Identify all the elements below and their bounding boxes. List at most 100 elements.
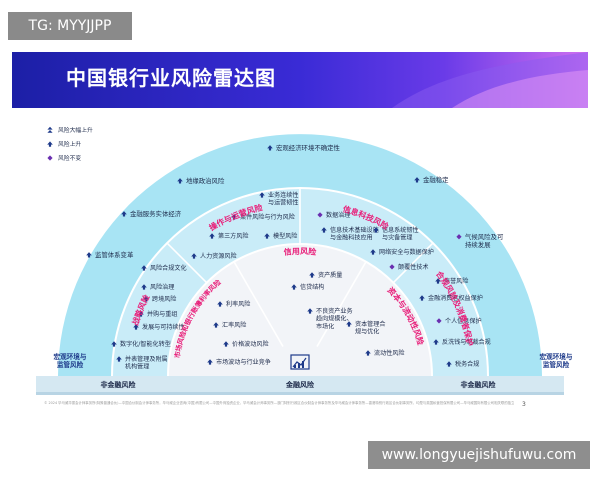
middle-ring-item-line: 声誉风险: [444, 277, 468, 285]
inner-ring-item: 资产质量: [318, 271, 342, 279]
up-arrow-icon: [435, 278, 441, 284]
inner-ring-item-line: 流动性风险: [374, 349, 404, 357]
middle-ring-item-line: 并购与重组: [147, 310, 177, 318]
legend-item: 风险上升: [58, 140, 81, 148]
up-arrow-icon: [231, 214, 237, 220]
outer-ring-item: 监管体系变革: [95, 250, 134, 259]
middle-ring-item-line: 案件风险与行为风险: [240, 213, 295, 221]
arrow-shape: [433, 339, 439, 345]
middle-ring-item-line: 个人信息保护: [445, 317, 482, 325]
arrow-shape: [47, 141, 53, 147]
outer-ring-left-label-line: 监管风险: [57, 360, 84, 369]
middle-ring-item: 信息技术基础设施与金融科技应用: [330, 226, 379, 242]
up-arrow-icon: [307, 308, 313, 314]
arrow-shape: [111, 341, 117, 347]
footnote: © 2024 毕马威华振会计师事务所(特殊普通合伙)—中国合伙制会计师事务所，毕…: [44, 401, 514, 405]
arrow-shape: [138, 311, 144, 317]
inner-ring-item: 资本管理合规与优化: [355, 320, 385, 336]
arrow-shape: [141, 284, 147, 290]
up-arrow-icon: [433, 339, 439, 345]
middle-ring-item: 业务连续性与运营韧性: [268, 191, 298, 207]
inner-sector-divider: [233, 261, 284, 347]
diamond-icon: [317, 212, 323, 218]
inner-ring-item: 利率风险: [226, 300, 250, 308]
base-label-center: 金融风险: [285, 380, 315, 389]
base-bar: [36, 376, 564, 392]
up-arrow-icon: [419, 295, 425, 301]
arrow-shape: [414, 177, 420, 183]
up-arrow-icon: [291, 284, 297, 290]
outer-ring-item-line: 金融稳定: [423, 175, 449, 184]
up-arrow-icon: [191, 253, 197, 259]
outer-ring-item: 地缘政治风险: [186, 176, 225, 185]
up-arrow-icon: [365, 350, 371, 356]
inner-ring-item: 信贷结构: [300, 283, 324, 291]
up-arrow-icon: [414, 177, 420, 183]
middle-ring-item-line: 模型风险: [273, 232, 297, 240]
arrow-shape: [373, 227, 379, 233]
middle-ring-item: 声誉风险: [444, 277, 468, 285]
diamond-shape: [456, 234, 462, 240]
sector-title: 信用风险: [283, 246, 318, 257]
inner-ring-item: 市场波动与行业竞争: [216, 358, 271, 366]
arrow-shape: [213, 322, 219, 328]
sector-title-text: 信用风险: [283, 246, 318, 257]
inner-ring-item-line: 利率风险: [226, 300, 250, 308]
outer-ring-item: 金融服务实体经济: [130, 209, 182, 218]
inner-ring-item-line: 资本管理合: [355, 320, 385, 328]
chart-frame: [290, 354, 310, 370]
arrow-shape: [370, 249, 376, 255]
up-arrow-icon: [309, 272, 315, 278]
middle-ring-item: 数字化/智能化转型: [120, 340, 171, 348]
site-url[interactable]: www.longyuejishufuwu.com: [368, 441, 590, 469]
middle-ring-item: 案件风险与行为风险: [240, 213, 295, 221]
arrow-shape: [309, 272, 315, 278]
diamond-icon: [389, 264, 395, 270]
middle-ring-item: 并购与重组: [147, 310, 177, 318]
arrow-shape: [346, 321, 352, 327]
outer-ring-right-label: 宏观环境与监管风险: [540, 352, 573, 369]
double-arrow-shape: [47, 126, 53, 133]
arrow-shape: [365, 350, 371, 356]
up-arrow-icon: [111, 341, 117, 347]
arrow-shape: [321, 227, 327, 233]
middle-ring-item-line: 跨境风险: [152, 295, 176, 303]
middle-ring-item: 网络安全与数据保护: [379, 248, 434, 256]
middle-ring-item: 个人信息保护: [445, 317, 482, 325]
arrow-shape: [209, 233, 215, 239]
up-arrow-icon: [213, 322, 219, 328]
middle-ring-item: 金融消费者权益保护: [428, 294, 483, 302]
middle-ring-item: 风险合规文化: [150, 264, 187, 272]
chart-bar: [294, 365, 296, 368]
middle-ring-item: 跨境风险: [152, 295, 176, 303]
inner-ring-item-line: 汇率风险: [222, 321, 246, 329]
outer-ring-item-line: 气候风险及可: [465, 232, 504, 241]
base-bar-shadow: [36, 392, 564, 395]
arrow-shape: [143, 296, 149, 302]
outer-ring-item: 宏观经济环境不确定性: [276, 143, 341, 152]
outer-ring-item-line: 宏观经济环境不确定性: [276, 143, 341, 152]
outer-ring-item: 金融稳定: [423, 175, 449, 184]
middle-ring-item-line: 与运营韧性: [268, 199, 298, 207]
arrow-shape: [267, 145, 273, 151]
middle-ring-item-line: 发展与可持续性: [142, 323, 185, 331]
inner-ring-item: 不良资产业务趋向规模化、市场化: [316, 307, 353, 330]
legend-item: 风险大幅上升: [58, 126, 93, 134]
middle-ring-item-line: 数字化/智能化转型: [120, 340, 171, 348]
middle-ring-item: 颠覆性技术: [398, 263, 428, 271]
inner-ring: [168, 244, 432, 376]
inner-ring-item-line: 规与优化: [355, 328, 379, 336]
inner-ring-item: 汇率风险: [222, 321, 246, 329]
middle-ring-item-line: 税务合规: [455, 360, 479, 368]
outer-ring-item-line: 持续发展: [465, 240, 491, 249]
outer-ring-left-label-line: 宏观环境与: [54, 352, 87, 361]
up-arrow-icon: [141, 265, 147, 271]
diamond-icon: [47, 155, 53, 161]
outer-ring-left-label: 宏观环境与监管风险: [54, 352, 87, 369]
diamond-shape: [317, 212, 323, 218]
inner-sector-divider: [316, 261, 367, 347]
diamond-icon: [436, 318, 442, 324]
middle-ring-item: 并表管理及附属机构管理: [125, 355, 168, 371]
inner-ring-item-line: 信贷结构: [300, 283, 324, 291]
up-arrow-icon: [143, 296, 149, 302]
